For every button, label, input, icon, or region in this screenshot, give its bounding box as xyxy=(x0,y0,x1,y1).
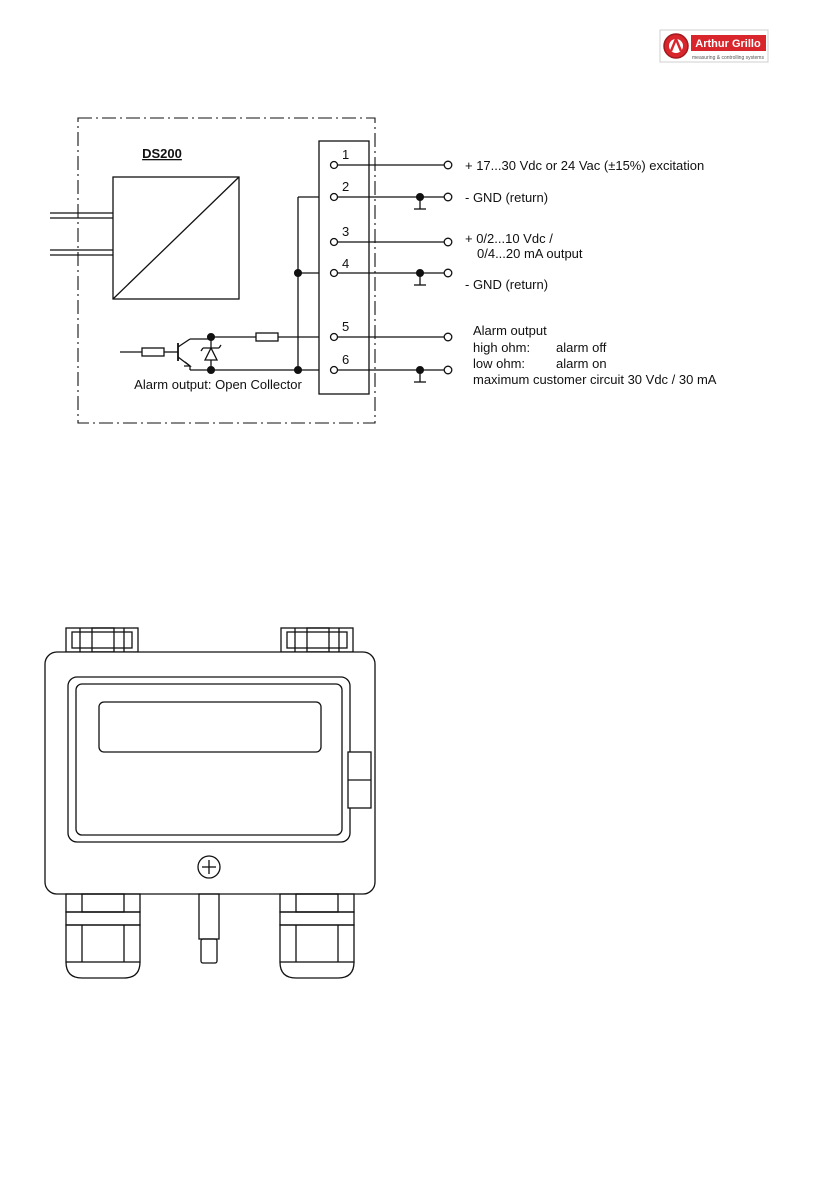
pin2-annotation: - GND (return) xyxy=(465,190,548,205)
sensor-diagonal xyxy=(113,177,239,299)
max-circuit-annotation: maximum customer circuit 30 Vdc / 30 mA xyxy=(473,372,717,387)
brand-logo: Arthur Grillo measuring & controlling sy… xyxy=(660,30,768,62)
terminal-2 xyxy=(331,194,338,201)
high-ohm-value: alarm off xyxy=(556,340,607,355)
pin-number: 6 xyxy=(342,352,349,367)
logo-tagline-text: measuring & controlling systems xyxy=(692,55,764,61)
pin4-annotation: - GND (return) xyxy=(465,277,548,292)
base-resistor xyxy=(142,348,164,356)
pin-number: 2 xyxy=(342,179,349,194)
terminal-3 xyxy=(331,239,338,246)
pin-number: 3 xyxy=(342,224,349,239)
pin1-annotation: + 17...30 Vdc or 24 Vac (±15%) excitatio… xyxy=(465,158,704,173)
terminal-4 xyxy=(331,270,338,277)
terminal-6 xyxy=(331,367,338,374)
alarm-title: Alarm output xyxy=(473,323,547,338)
pin3-annotation-line2: 0/4...20 mA output xyxy=(477,246,583,261)
cable-gland-left xyxy=(66,894,140,978)
pin3-annotation-line1: + 0/2...10 Vdc / xyxy=(465,231,553,246)
pin-number: 5 xyxy=(342,319,349,334)
low-ohm-label: low ohm: xyxy=(473,356,525,371)
wiring-diagram: DS200 1 2 3 4 5 6 xyxy=(50,118,717,423)
high-ohm-label: high ohm: xyxy=(473,340,530,355)
alarm-caption: Alarm output: Open Collector xyxy=(134,377,302,392)
housing-body xyxy=(45,652,375,894)
device-front-view xyxy=(45,628,375,978)
logo-brand-text: Arthur Grillo xyxy=(695,38,761,50)
pin-number: 4 xyxy=(342,256,349,271)
device-label: DS200 xyxy=(142,146,182,161)
top-clamp-left xyxy=(66,628,138,652)
alarm-resistor xyxy=(256,333,278,341)
terminal-5 xyxy=(331,334,338,341)
pin-number: 1 xyxy=(342,147,349,162)
terminal-1 xyxy=(331,162,338,169)
top-clamp-right xyxy=(281,628,353,652)
pressure-nozzle xyxy=(199,894,219,963)
low-ohm-value: alarm on xyxy=(556,356,607,371)
cable-gland-right xyxy=(280,894,354,978)
zener-diode xyxy=(205,348,217,360)
